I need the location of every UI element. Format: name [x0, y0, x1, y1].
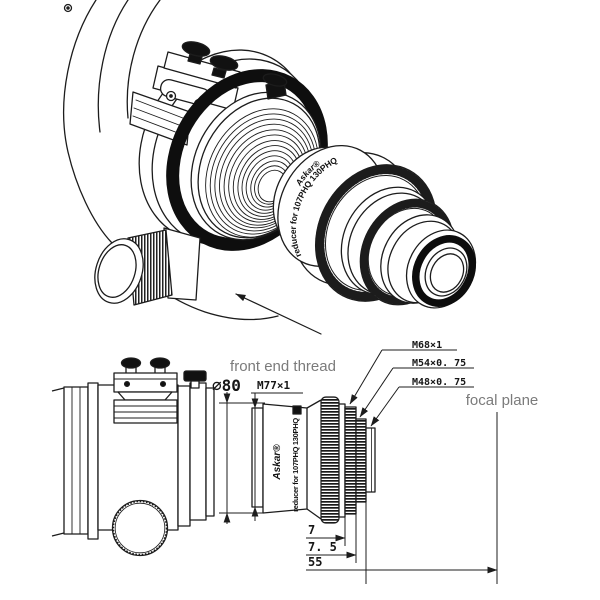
back-focus-dimensions: 7 7. 5 55 [306, 495, 498, 584]
perspective-view: Askar® reducer for 107PHQ 130PHQ [63, 0, 477, 335]
dim-front-diameter: ⌀80 [212, 376, 265, 524]
reducer-side: Askar® reducer for 107PHQ 130PHQ [251, 396, 376, 524]
m54-label: M54×0. 75 [412, 358, 466, 369]
reducer-model-text-side: reducer for 107PHQ 130PHQ [291, 418, 300, 512]
logo-mark [292, 405, 302, 415]
focal-plane: focal plane [466, 392, 539, 584]
reducer-3d: Askar® reducer for 107PHQ 130PHQ [272, 144, 477, 309]
dim-front-diameter-label: ⌀80 [212, 376, 241, 395]
telescope-side [51, 357, 215, 557]
dim-55-label: 55 [308, 555, 322, 569]
dim-7-label: 7 [308, 523, 315, 537]
cell-lock-knob-3d [262, 73, 288, 100]
m68-label: M68×1 [412, 340, 442, 351]
m48-label: M48×0. 75 [412, 377, 466, 388]
dim-7-5-label: 7. 5 [308, 540, 337, 554]
cell-lock-knob-side [183, 370, 207, 389]
finder-shoe-side [113, 357, 178, 424]
reducer-logo-text-side: Askar® [272, 444, 283, 481]
mount-direction-arrow-icon [235, 293, 322, 335]
thumbscrew-icon [181, 41, 239, 71]
dim-front-thread-label: M77×1 [257, 379, 290, 392]
focuser-knob-side [111, 499, 169, 557]
rear-thread-callouts: M68×1 M54×0. 75 M48×0. 75 [349, 340, 474, 427]
focal-plane-label: focal plane [466, 392, 539, 409]
dim-front-thread: M77×1 [251, 379, 303, 521]
front-end-thread-label: front end thread [230, 358, 336, 375]
focuser-knob-3d [94, 227, 201, 306]
side-view: Askar® reducer for 107PHQ 130PHQ ⌀80 M77… [51, 340, 539, 584]
